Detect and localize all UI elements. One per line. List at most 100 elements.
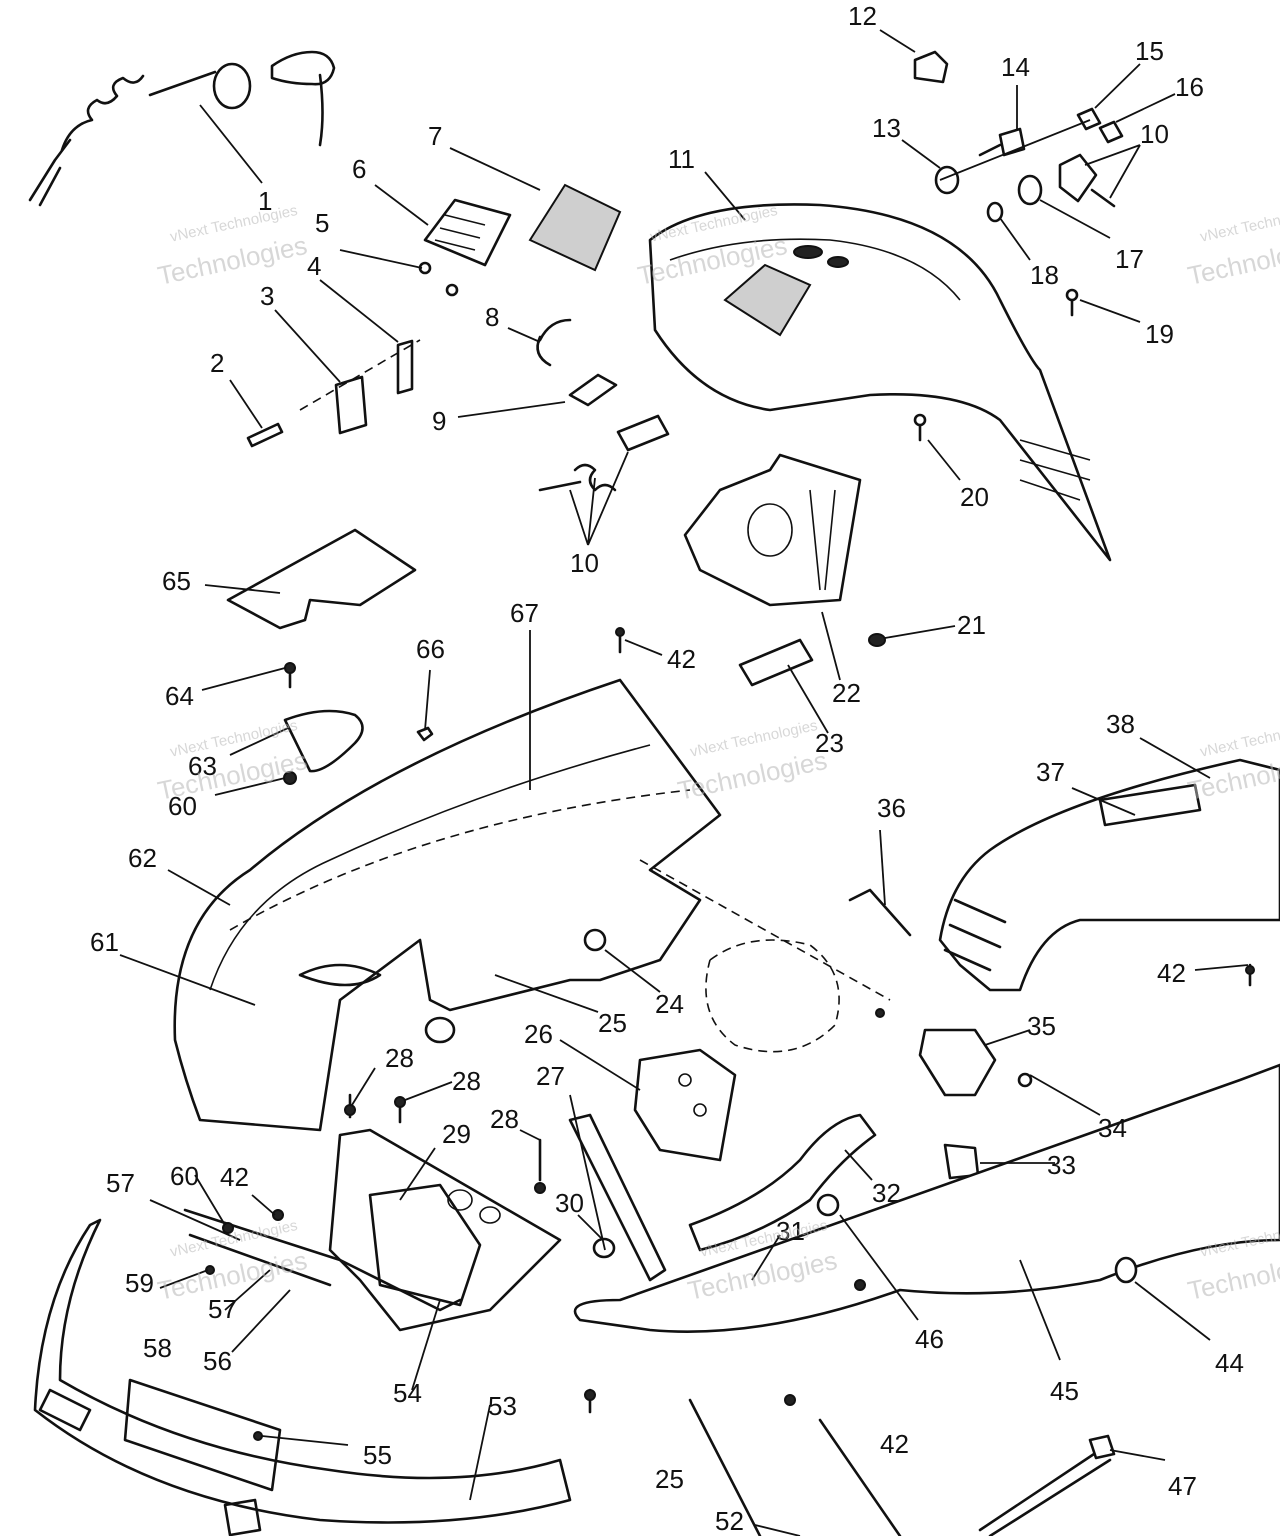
callout-32: 32 xyxy=(872,1178,901,1208)
hood-console-part-11 xyxy=(648,203,1112,562)
strip-part-27 xyxy=(568,1113,667,1282)
watermark-mid-left: vNext Technologies Technologies xyxy=(155,717,310,806)
callout-37: 37 xyxy=(1036,757,1065,787)
callout-12: 12 xyxy=(848,1,877,31)
svg-text:vNext Technologies: vNext Technologies xyxy=(1199,717,1280,761)
bracket-part-35 xyxy=(918,1028,997,1097)
callout-6: 6 xyxy=(352,154,366,184)
callout-21: 21 xyxy=(957,610,986,640)
screw-part-34 xyxy=(1017,1072,1033,1088)
callout-2: 2 xyxy=(210,348,224,378)
screw-part-20 xyxy=(913,413,927,442)
callout-55: 55 xyxy=(363,1440,392,1470)
callout-25-upper: 25 xyxy=(598,1008,627,1038)
engine-outline-dashed xyxy=(639,859,891,1053)
pad-part-15 xyxy=(1076,107,1102,131)
callout-66: 66 xyxy=(416,634,445,664)
watermark-top-left: vNext Technologies Technologies xyxy=(155,202,310,291)
watermark-top-right: vNext Technologies Technologies xyxy=(1185,202,1280,291)
callout-25-lower: 25 xyxy=(655,1464,684,1494)
washer-part-18 xyxy=(986,201,1004,223)
vent-grille-part-6 xyxy=(418,198,512,297)
callout-60-upper: 60 xyxy=(168,791,197,821)
callout-65: 65 xyxy=(162,566,191,596)
callout-5: 5 xyxy=(315,208,329,238)
callout-54: 54 xyxy=(393,1378,422,1408)
bolt-part-24 xyxy=(583,928,607,952)
callout-47: 47 xyxy=(1168,1471,1197,1501)
nut-part-13 xyxy=(934,165,960,195)
callout-59: 59 xyxy=(125,1268,154,1298)
callout-33: 33 xyxy=(1047,1150,1076,1180)
bracket-part-4 xyxy=(299,339,421,411)
callout-62: 62 xyxy=(128,843,157,873)
callout-28-left: 28 xyxy=(385,1043,414,1073)
callout-4: 4 xyxy=(307,251,321,281)
hood-body-part-61-62-67 xyxy=(173,678,722,1132)
callout-9: 9 xyxy=(432,406,446,436)
lower-panel-part-22 xyxy=(683,453,862,607)
switch-part-9 xyxy=(568,373,618,407)
callout-11: 11 xyxy=(668,144,695,174)
callout-42-bottom: 42 xyxy=(880,1429,909,1459)
callout-42-right: 42 xyxy=(1157,958,1186,988)
side-panel-part-37-38 xyxy=(938,758,1280,992)
bracket-part-63 xyxy=(283,709,364,785)
rod-part-36 xyxy=(848,888,912,937)
svg-text:vNext Technologies: vNext Technologies xyxy=(1199,202,1280,246)
callout-10-upper: 10 xyxy=(1140,119,1169,149)
panel-part-29 xyxy=(328,1128,562,1332)
strap-part-47 xyxy=(978,1434,1116,1536)
callout-20: 20 xyxy=(960,482,989,512)
callout-58: 58 xyxy=(143,1333,172,1363)
callout-57-top: 57 xyxy=(106,1168,135,1198)
bracket-part-23 xyxy=(738,638,814,687)
callout-10-lower: 10 xyxy=(570,548,599,578)
clip-part-46 xyxy=(816,1193,840,1217)
callout-16: 16 xyxy=(1175,72,1204,102)
plate-part-26 xyxy=(633,1048,737,1162)
seal-part-8 xyxy=(536,318,572,367)
tether-cord-assembly xyxy=(28,50,336,207)
callout-8: 8 xyxy=(485,302,499,332)
callout-42-left: 42 xyxy=(220,1162,249,1192)
belly-pan-part-45 xyxy=(573,1063,1280,1333)
callout-27: 27 xyxy=(536,1061,565,1091)
callout-28-mid: 28 xyxy=(452,1066,481,1096)
callout-56: 56 xyxy=(203,1346,232,1376)
washer-part-17 xyxy=(1017,174,1043,206)
plate-part-65 xyxy=(226,528,417,630)
bumper-part-53-56 xyxy=(33,1218,572,1536)
callout-22: 22 xyxy=(832,678,861,708)
pad-part-16 xyxy=(1098,120,1124,144)
callout-14: 14 xyxy=(1001,52,1030,82)
screw-part-19 xyxy=(1065,288,1079,317)
callout-26: 26 xyxy=(524,1019,553,1049)
leader-lines xyxy=(119,29,1249,1536)
callout-1: 1 xyxy=(258,186,272,216)
bracket-part-33 xyxy=(943,1143,980,1180)
callout-52: 52 xyxy=(715,1506,744,1536)
callout-23: 23 xyxy=(815,728,844,758)
watermark-mid-center: vNext Technologies Technologies xyxy=(675,717,830,806)
fastener-set xyxy=(205,627,1255,1441)
callout-18: 18 xyxy=(1030,260,1059,290)
callout-19: 19 xyxy=(1145,319,1174,349)
filter-pad-part-7 xyxy=(528,183,622,272)
callout-28-right: 28 xyxy=(490,1104,519,1134)
tray-part-54 xyxy=(183,1208,462,1312)
callout-15: 15 xyxy=(1135,36,1164,66)
connector-part-14 xyxy=(978,127,1026,157)
callout-64: 64 xyxy=(165,681,194,711)
callout-24: 24 xyxy=(655,989,684,1019)
callout-17: 17 xyxy=(1115,244,1144,274)
nut-part-21 xyxy=(868,633,886,647)
callout-13: 13 xyxy=(872,113,901,143)
clip-part-12 xyxy=(913,50,949,84)
callout-57-bottom: 57 xyxy=(208,1294,237,1324)
callout-45: 45 xyxy=(1050,1376,1079,1406)
callout-53: 53 xyxy=(488,1391,517,1421)
callout-46: 46 xyxy=(915,1324,944,1354)
callout-labels: 1 2 3 4 5 6 7 8 9 10 10 11 12 13 14 15 1… xyxy=(90,1,1244,1536)
